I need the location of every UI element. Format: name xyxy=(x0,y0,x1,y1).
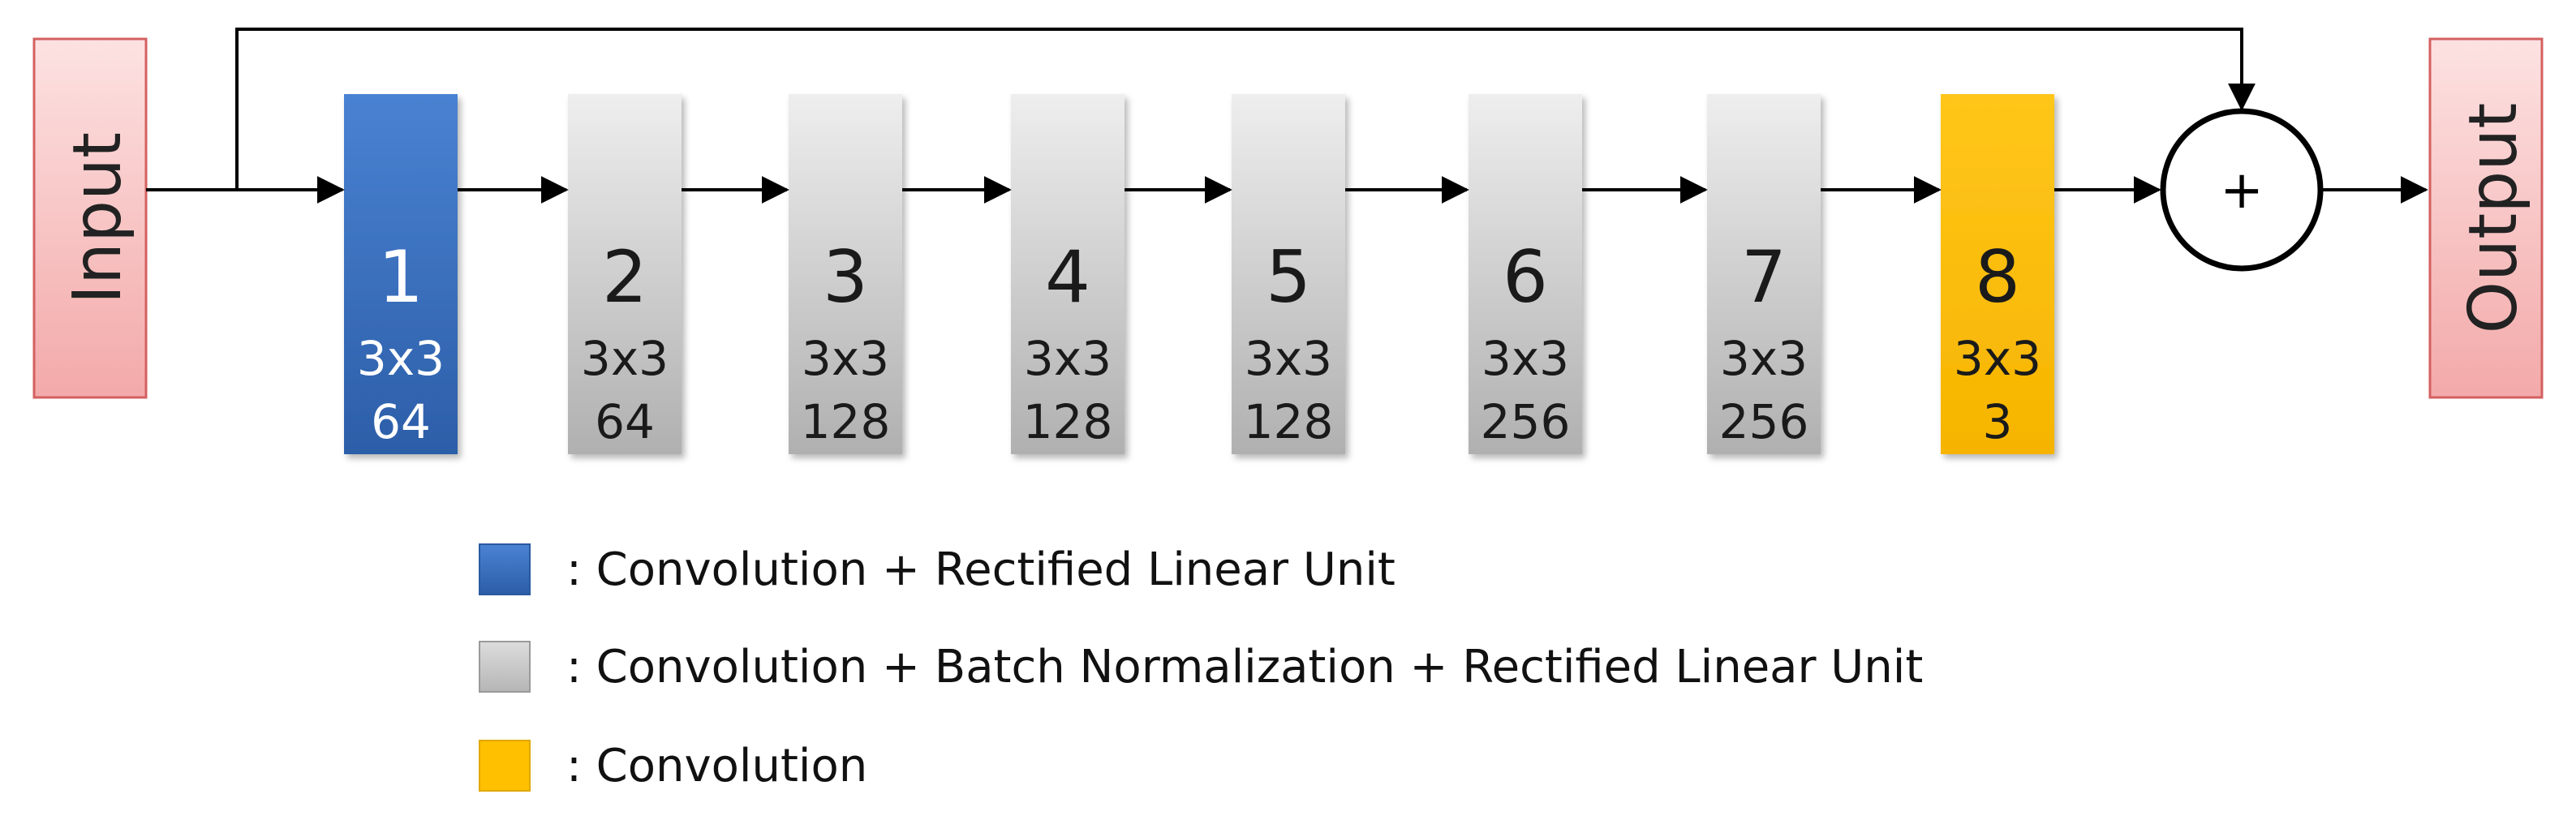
layer-box-1 xyxy=(344,94,458,454)
input-label: Input xyxy=(59,132,136,304)
legend-item-conv: : Convolution xyxy=(479,733,867,798)
layer-number: 7 xyxy=(1741,235,1787,319)
layer-block-8: 8 3x3 3 xyxy=(1941,94,2054,454)
layer-number: 1 xyxy=(378,235,424,319)
sum-symbol: + xyxy=(2220,161,2264,221)
legend-item-conv-bn-relu: : Convolution + Batch Normalization + Re… xyxy=(479,634,1923,699)
layer-box-7 xyxy=(1707,94,1821,454)
legend-swatch-conv-bn-relu xyxy=(479,641,531,693)
layer-channels: 128 xyxy=(1023,394,1113,449)
layer-number: 5 xyxy=(1266,235,1311,319)
skip-connection-line xyxy=(235,28,2256,190)
layer-blocks: 1 3x3 64 2 3x3 64 3 3x3 128 4 3x3 128 5 3x3 128 6 3x3 256… xyxy=(344,94,2054,454)
layer-box-8 xyxy=(1941,94,2054,454)
layer-block-6: 6 3x3 256 xyxy=(1469,94,1582,454)
layer-kernel: 3x3 xyxy=(1245,331,1332,386)
output-box xyxy=(2428,37,2544,399)
sum-circle xyxy=(2160,108,2324,272)
layer-box-2 xyxy=(568,94,682,454)
layer-channels: 256 xyxy=(1719,394,1809,449)
layer-box-6 xyxy=(1469,94,1582,454)
input-block: Input xyxy=(32,37,148,399)
layer-channels: 128 xyxy=(801,394,891,449)
input-box xyxy=(32,37,148,399)
sum-node: + xyxy=(2160,108,2324,272)
layer-kernel: 3x3 xyxy=(357,331,445,386)
layer-number: 8 xyxy=(1975,235,2020,319)
layer-channels: 3 xyxy=(1983,394,2013,449)
output-label: Output xyxy=(2455,103,2532,334)
layer-kernel: 3x3 xyxy=(802,331,889,386)
layer-kernel: 3x3 xyxy=(1720,331,1808,386)
layer-block-5: 5 3x3 128 xyxy=(1232,94,1345,454)
layer-block-1: 1 3x3 64 xyxy=(344,94,458,454)
layer-channels: 256 xyxy=(1481,394,1571,449)
layer-block-3: 3 3x3 128 xyxy=(789,94,902,454)
layer-block-4: 4 3x3 128 xyxy=(1011,94,1125,454)
layer-number: 6 xyxy=(1503,235,1548,319)
layer-box-5 xyxy=(1232,94,1345,454)
output-block: Output xyxy=(2428,37,2544,399)
legend-label-conv-bn-relu: : Convolution + Batch Normalization + Re… xyxy=(566,640,1924,693)
legend-swatch-conv-relu xyxy=(479,543,531,595)
layer-kernel: 3x3 xyxy=(1024,331,1112,386)
layer-channels: 128 xyxy=(1244,394,1334,449)
layer-block-7: 7 3x3 256 xyxy=(1707,94,1821,454)
layer-kernel: 3x3 xyxy=(1954,331,2041,386)
layer-number: 3 xyxy=(823,235,868,319)
layer-channels: 64 xyxy=(371,394,431,449)
layer-block-2: 2 3x3 64 xyxy=(568,94,682,454)
layer-box-3 xyxy=(789,94,902,454)
legend-label-conv: : Convolution xyxy=(566,739,868,792)
layer-number: 4 xyxy=(1045,235,1090,319)
layer-kernel: 3x3 xyxy=(581,331,669,386)
layer-number: 2 xyxy=(602,235,647,319)
layer-kernel: 3x3 xyxy=(1482,331,1569,386)
legend-swatch-conv xyxy=(479,740,531,792)
layer-channels: 64 xyxy=(595,394,655,449)
legend-item-conv-relu: : Convolution + Rectified Linear Unit xyxy=(479,537,1396,602)
legend-label-conv-relu: : Convolution + Rectified Linear Unit xyxy=(566,543,1396,596)
layer-box-4 xyxy=(1011,94,1125,454)
